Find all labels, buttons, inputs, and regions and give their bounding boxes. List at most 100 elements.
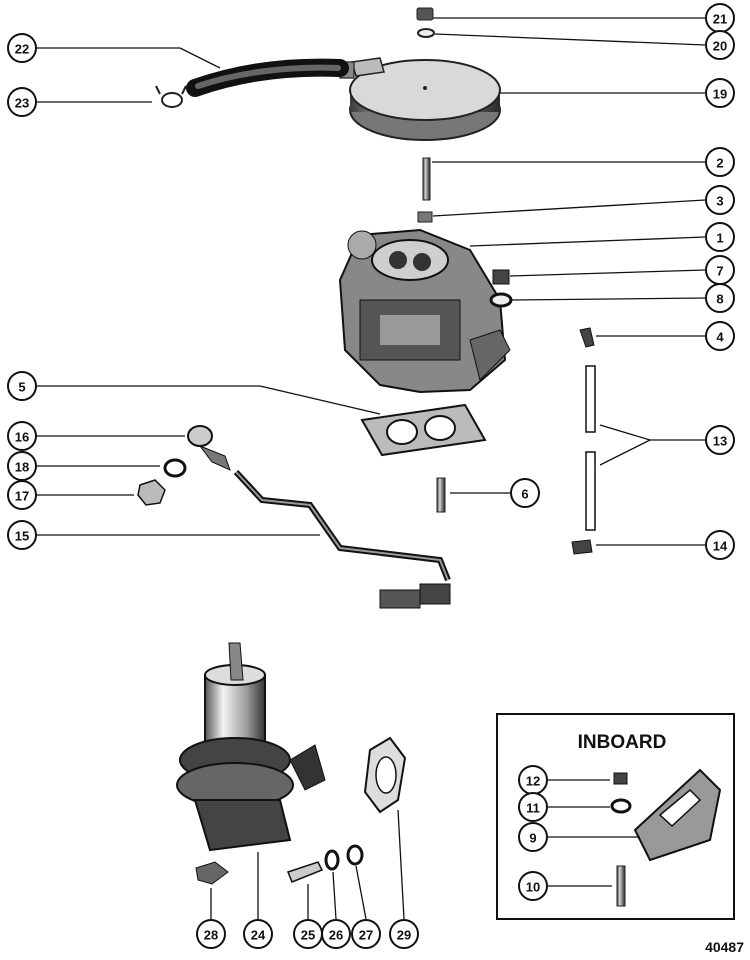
callout-number: 1	[716, 231, 723, 246]
callout-circle	[321, 919, 351, 949]
fuel-line-part	[233, 469, 451, 609]
callout-20: 20	[705, 30, 735, 60]
callout-13: 13	[705, 425, 735, 455]
callout-number: 27	[359, 928, 373, 943]
callout-number: 16	[15, 430, 29, 445]
callout-8: 8	[705, 283, 735, 313]
callout-number: 6	[521, 487, 528, 502]
gasket-stud-part	[436, 477, 446, 513]
lock-washer-part	[324, 849, 340, 871]
small-nut-part	[417, 211, 433, 223]
spacer-part	[633, 768, 722, 862]
inboard-nut-part	[613, 772, 628, 785]
inlet-fitting-part	[187, 425, 231, 471]
callout-circle	[7, 87, 37, 117]
callout-26: 26	[321, 919, 351, 949]
callout-19: 19	[705, 78, 735, 108]
callout-21: 21	[705, 3, 735, 33]
callout-circle	[518, 822, 548, 852]
callout-circle	[705, 30, 735, 60]
callout-circle	[351, 919, 381, 949]
callout-number: 9	[529, 831, 536, 846]
flame-arrestor-part	[349, 59, 501, 141]
callout-10: 10	[518, 871, 548, 901]
plug-part	[137, 479, 166, 506]
callout-circle	[705, 78, 735, 108]
callout-circle	[7, 480, 37, 510]
callout-24: 24	[243, 919, 273, 949]
drawing-number: 40487	[705, 939, 744, 955]
callout-12: 12	[518, 765, 548, 795]
callout-number: 25	[301, 928, 315, 943]
callout-circle	[705, 530, 735, 560]
callout-2: 2	[705, 147, 735, 177]
callout-1: 1	[705, 222, 735, 252]
callout-circle	[389, 919, 419, 949]
callout-27: 27	[351, 919, 381, 949]
callout-circle	[705, 222, 735, 252]
callout-6: 6	[510, 478, 540, 508]
fuel-pump-part	[176, 642, 326, 852]
callout-28: 28	[196, 919, 226, 949]
callout-circle	[705, 147, 735, 177]
callout-number: 5	[18, 380, 25, 395]
callout-circle	[510, 478, 540, 508]
callout-14: 14	[705, 530, 735, 560]
callout-number: 21	[713, 12, 727, 27]
callout-number: 2	[716, 156, 723, 171]
callout-11: 11	[518, 792, 548, 822]
callout-22: 22	[7, 33, 37, 63]
callout-number: 19	[713, 87, 727, 102]
inboard-inset-title: INBOARD	[578, 732, 667, 753]
callout-number: 8	[716, 292, 723, 307]
vent-tube-part	[585, 365, 596, 531]
washer-part	[417, 28, 435, 38]
callout-number: 3	[716, 194, 723, 209]
pump-fitting-part	[195, 861, 229, 885]
callout-number: 17	[15, 489, 29, 504]
callout-4: 4	[705, 321, 735, 351]
callout-circle	[705, 185, 735, 215]
callout-number: 4	[716, 330, 724, 345]
callout-circle	[7, 33, 37, 63]
callout-15: 15	[7, 520, 37, 550]
callout-number: 22	[15, 42, 29, 57]
callout-25: 25	[293, 919, 323, 949]
carb-nut-part	[492, 269, 510, 285]
callout-number: 13	[713, 434, 727, 449]
callout-circle	[7, 421, 37, 451]
carb-washer-part	[489, 292, 513, 308]
callout-circle	[705, 425, 735, 455]
callout-circle	[243, 919, 273, 949]
leader-lines	[36, 17, 706, 920]
callout-16: 16	[7, 421, 37, 451]
vent-tube-elbow-part	[571, 539, 593, 555]
callout-circle	[196, 919, 226, 949]
callout-circle	[7, 520, 37, 550]
vent-hose-part	[186, 58, 349, 97]
pump-screw-part	[287, 861, 324, 883]
callout-circle	[7, 371, 37, 401]
inboard-stud-part	[616, 865, 626, 907]
callout-5: 5	[7, 371, 37, 401]
callout-7: 7	[705, 255, 735, 285]
callout-circle	[705, 321, 735, 351]
callout-number: 23	[15, 96, 29, 111]
callout-9: 9	[518, 822, 548, 852]
inboard-washer-part	[610, 798, 632, 814]
callout-number: 15	[15, 529, 29, 544]
carb-gasket-part	[360, 403, 487, 457]
callout-18: 18	[7, 451, 37, 481]
callout-circle	[518, 792, 548, 822]
callout-number: 24	[251, 928, 266, 943]
carburetor-part	[338, 228, 511, 394]
callout-23: 23	[7, 87, 37, 117]
stud-part	[422, 157, 431, 201]
flat-washer-part	[346, 844, 364, 866]
callout-circle	[518, 871, 548, 901]
callout-3: 3	[705, 185, 735, 215]
vent-elbow-part	[579, 327, 595, 348]
